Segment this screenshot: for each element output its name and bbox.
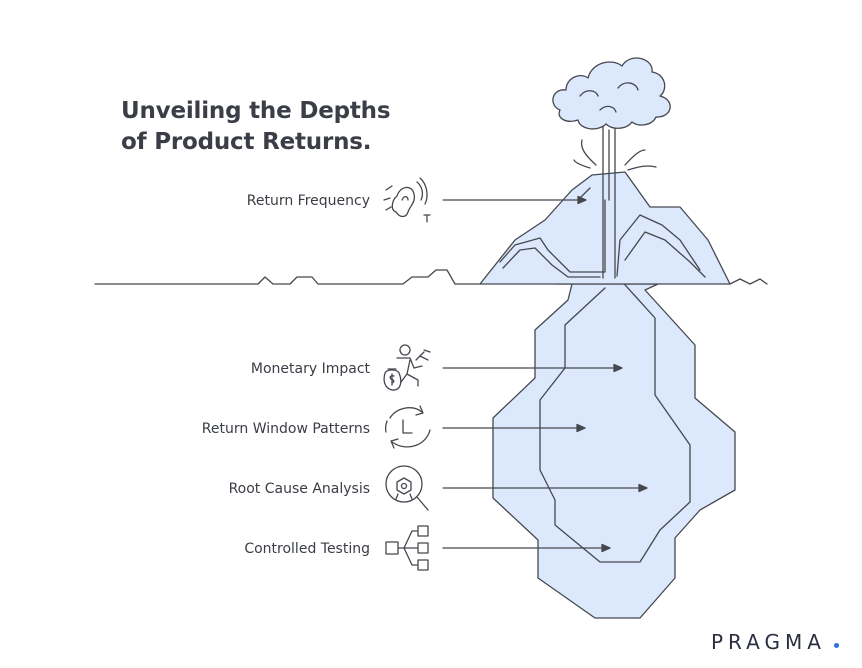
tip-ridge-left-2	[502, 247, 601, 278]
steam-cloud	[552, 57, 671, 130]
tip-ridge-right	[616, 214, 701, 277]
splash-left	[580, 139, 597, 166]
tip-ridge-right-2	[624, 231, 706, 278]
arrow-return-frequency	[442, 195, 587, 205]
ear-hearing-icon	[383, 177, 431, 223]
label-return-frequency: Return Frequency	[246, 193, 370, 209]
label-monetary-impact: Monetary Impact	[250, 361, 370, 377]
arrow-monetary-impact	[442, 363, 623, 373]
label-return-window-patterns: Return Window Patterns	[201, 421, 370, 437]
title-line-2: of Product Returns.	[121, 129, 372, 155]
clock-cycle-icon	[384, 405, 431, 449]
flow-boxes-icon	[385, 525, 429, 571]
water-line	[94, 269, 481, 285]
arrow-controlled-testing	[442, 543, 611, 553]
magnifier-gear-icon	[385, 465, 429, 511]
running-money-bag-icon	[383, 344, 431, 391]
title-line-1: Unveiling the Depths	[121, 98, 391, 124]
arrow-return-window	[442, 423, 586, 433]
splash-right	[624, 149, 646, 166]
cloud-inner-1	[579, 90, 599, 97]
cloud-inner-2	[617, 82, 639, 91]
brand-logo-dot	[834, 643, 839, 648]
label-controlled-testing: Controlled Testing	[244, 541, 370, 557]
splash-left-2	[573, 159, 591, 169]
arrow-root-cause	[442, 483, 648, 493]
label-root-cause-analysis: Root Cause Analysis	[228, 481, 370, 497]
tip-ridge-left	[499, 199, 606, 273]
water-line-right	[729, 278, 768, 285]
brand-logo: PRAGMA	[711, 630, 826, 654]
steam-column	[602, 124, 616, 279]
splash-right-2	[627, 165, 657, 171]
inner-crevasse	[539, 275, 691, 563]
underwater-ice	[492, 283, 736, 619]
page-title: Unveiling the Depths of Product Returns.	[121, 96, 441, 158]
cloud-inner-3	[599, 105, 617, 113]
